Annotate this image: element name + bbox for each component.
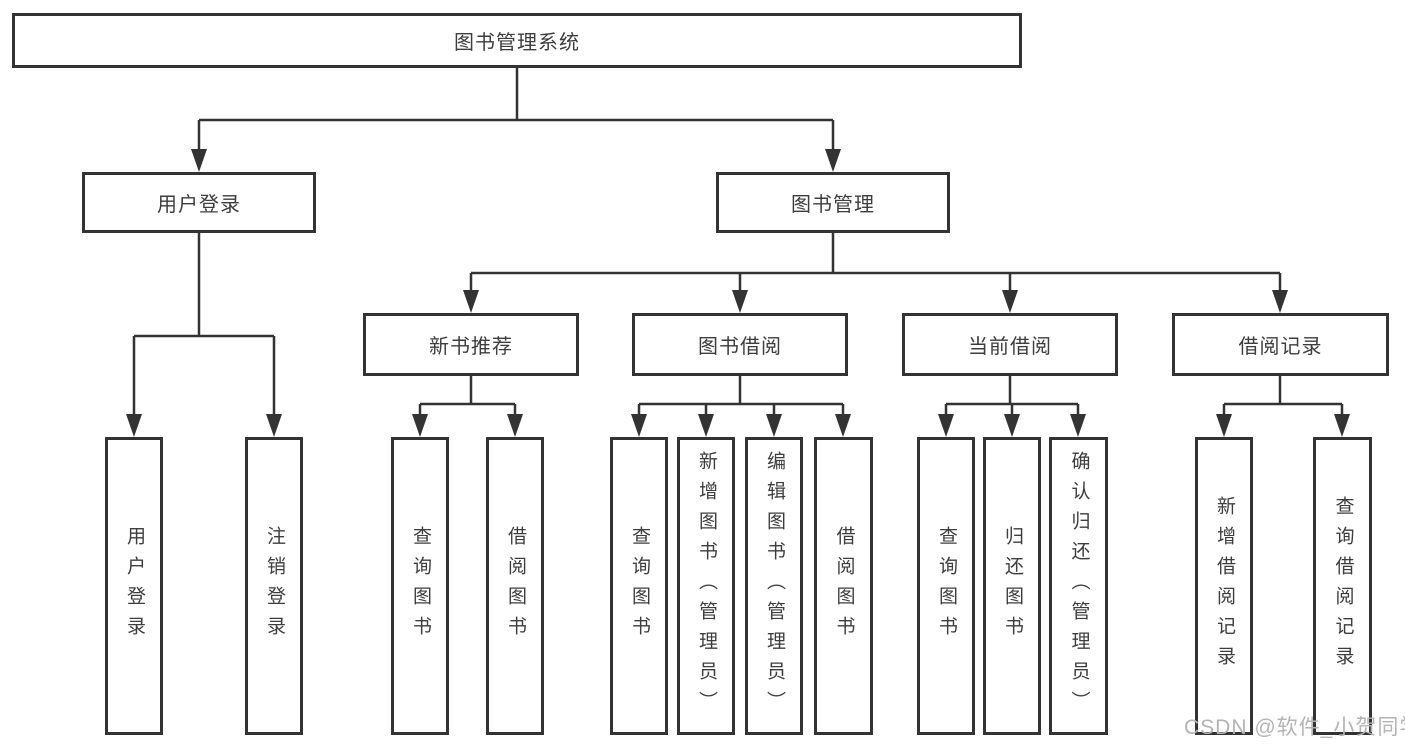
leaf-borrow-books: 借阅图书: [814, 437, 873, 735]
leaf-user-login: 用户登录: [105, 437, 163, 735]
node-label: 借阅图书: [833, 526, 855, 646]
leaf-logout: 注销登录: [245, 437, 303, 735]
node-label: 查询借阅记录: [1332, 496, 1354, 676]
node-label: 新增图书（管理员）: [695, 451, 717, 721]
node-label: 查询图书: [628, 526, 650, 646]
node-label: 当前借阅: [968, 336, 1052, 358]
leaf-query-borrow-record: 查询借阅记录: [1313, 437, 1372, 735]
node-label: 图书借阅: [698, 336, 782, 358]
node-label: 注销登录: [263, 526, 285, 646]
node-label: 确认归还（管理员）: [1068, 451, 1090, 721]
leaf-return-books: 归还图书: [983, 437, 1041, 735]
leaf-confirm-return-admin: 确认归还（管理员）: [1049, 437, 1108, 735]
node-label: 用户登录: [157, 194, 241, 216]
node-label: 编辑图书（管理员）: [763, 451, 785, 721]
leaf-add-books-admin: 新增图书（管理员）: [677, 437, 735, 735]
node-label: 新书推荐: [429, 336, 513, 358]
node-library-management-system: 图书管理系统: [12, 13, 1022, 68]
node-current-borrowing: 当前借阅: [902, 313, 1118, 376]
node-book-borrowing: 图书借阅: [632, 313, 848, 376]
node-label: 借阅记录: [1238, 336, 1323, 358]
leaf-query-books-current: 查询图书: [917, 437, 975, 735]
node-borrowing-records: 借阅记录: [1172, 313, 1389, 376]
node-new-book-recommend: 新书推荐: [363, 313, 579, 376]
node-label: 归还图书: [1001, 526, 1023, 646]
node-label: 查询图书: [935, 526, 957, 646]
node-label: 图书管理: [791, 194, 875, 216]
leaf-query-books-borrowing: 查询图书: [610, 437, 668, 735]
node-user-login: 用户登录: [82, 172, 316, 233]
node-label: 借阅图书: [504, 526, 526, 646]
leaf-borrow-books-recommend: 借阅图书: [486, 437, 544, 735]
leaf-add-borrow-record: 新增借阅记录: [1195, 437, 1253, 735]
csdn-watermark: CSDN @软件_小贺同学: [1184, 716, 1405, 739]
node-label: 用户登录: [123, 526, 145, 646]
node-label: 图书管理系统: [454, 32, 580, 54]
leaf-query-books-recommend: 查询图书: [391, 437, 449, 735]
node-label: 查询图书: [409, 526, 431, 646]
node-label: 新增借阅记录: [1213, 496, 1235, 676]
node-book-management: 图书管理: [716, 172, 950, 233]
leaf-edit-books-admin: 编辑图书（管理员）: [745, 437, 803, 735]
